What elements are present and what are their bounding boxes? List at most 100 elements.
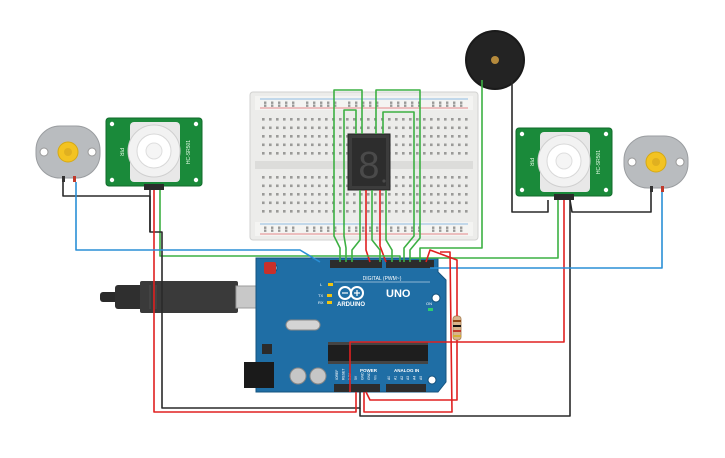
rail-hole bbox=[411, 101, 414, 104]
rail-hole bbox=[397, 226, 400, 229]
breadboard-hole bbox=[430, 193, 433, 196]
breadboard-hole bbox=[451, 176, 454, 179]
breadboard-hole bbox=[283, 201, 286, 205]
breadboard-hole bbox=[311, 118, 314, 121]
breadboard-hole bbox=[297, 210, 300, 213]
breadboard-hole bbox=[290, 135, 293, 138]
breadboard-hole bbox=[276, 176, 279, 179]
dc-motor-left[interactable] bbox=[35, 125, 101, 182]
rail-hole bbox=[453, 226, 456, 229]
rail-hole bbox=[327, 226, 330, 229]
piezo-buzzer[interactable] bbox=[465, 30, 525, 90]
breadboard-hole bbox=[297, 152, 300, 155]
breadboard-hole bbox=[346, 143, 349, 147]
model-label: UNO bbox=[386, 288, 411, 300]
breadboard-hole bbox=[262, 210, 265, 213]
breadboard-hole bbox=[465, 143, 468, 147]
breadboard-hole bbox=[409, 193, 412, 196]
rail-hole bbox=[369, 104, 372, 107]
breadboard-hole bbox=[458, 184, 461, 188]
wire-green[interactable] bbox=[382, 111, 415, 262]
breadboard-hole bbox=[339, 176, 342, 179]
rail-hole bbox=[292, 226, 295, 229]
breadboard-hole bbox=[346, 126, 349, 130]
digital-header-right bbox=[386, 260, 434, 268]
breadboard-hole bbox=[423, 201, 426, 205]
rail-hole bbox=[348, 104, 351, 107]
wire-black[interactable] bbox=[359, 200, 571, 417]
breadboard-hole bbox=[423, 135, 426, 138]
wire-black[interactable] bbox=[511, 80, 549, 213]
breadboard-hole bbox=[262, 176, 265, 179]
breadboard-hole bbox=[409, 126, 412, 130]
breadboard-hole bbox=[409, 201, 412, 205]
breadboard-hole bbox=[353, 210, 356, 213]
pin-label: A5 bbox=[419, 376, 423, 380]
breadboard-hole bbox=[311, 193, 314, 196]
breadboard-hole bbox=[276, 201, 279, 205]
wire-green[interactable] bbox=[343, 109, 357, 262]
breadboard-hole bbox=[346, 176, 349, 179]
breadboard-hole bbox=[402, 210, 405, 213]
breadboard-hole bbox=[276, 210, 279, 213]
breadboard-hole bbox=[395, 143, 398, 147]
rail-hole bbox=[362, 229, 365, 232]
wire-blue[interactable] bbox=[430, 192, 663, 269]
wire-red[interactable] bbox=[425, 249, 458, 316]
breadboard-hole bbox=[269, 143, 272, 147]
wire-green[interactable] bbox=[333, 89, 363, 262]
wire-green[interactable] bbox=[375, 89, 421, 262]
buzzer-hole bbox=[491, 56, 499, 64]
breadboard-hole bbox=[283, 193, 286, 196]
breadboard-hole bbox=[444, 118, 447, 121]
breadboard-hole bbox=[339, 126, 342, 130]
breadboard-hole bbox=[283, 210, 286, 213]
breadboard-hole bbox=[304, 152, 307, 155]
pin-label: 5V bbox=[354, 375, 358, 380]
wire-red[interactable] bbox=[153, 190, 357, 413]
rail-hole bbox=[278, 226, 281, 229]
breadboard-hole bbox=[269, 126, 272, 130]
rail-hole bbox=[355, 229, 358, 232]
wire-black[interactable] bbox=[569, 192, 652, 213]
wire-green[interactable] bbox=[159, 190, 401, 262]
pin-label: A4 bbox=[413, 376, 417, 380]
pir-sensor-right[interactable]: PIR HC-SR501 bbox=[515, 127, 613, 200]
seven-segment-display[interactable]: 8 bbox=[347, 133, 391, 191]
resistor[interactable] bbox=[452, 315, 462, 341]
pir-header bbox=[144, 184, 164, 190]
dc-motor-right[interactable] bbox=[623, 135, 689, 192]
rail-hole bbox=[264, 104, 267, 107]
rail-hole bbox=[404, 229, 407, 232]
breadboard-hole bbox=[416, 184, 419, 188]
breadboard-hole bbox=[458, 126, 461, 130]
wire-blue[interactable] bbox=[75, 182, 321, 263]
rail-hole bbox=[334, 229, 337, 232]
wire-black[interactable] bbox=[62, 182, 151, 232]
wire-red[interactable] bbox=[363, 251, 453, 413]
pir-sensor-left[interactable]: PIR HC-SR501 bbox=[105, 117, 203, 190]
wire-green[interactable] bbox=[419, 80, 483, 262]
breadboard-hole bbox=[416, 135, 419, 138]
breadboard-hole bbox=[304, 126, 307, 130]
arduino-uno-board[interactable]: DIGITAL (PWM~) ARDUINO UNO L TX RX ON PO… bbox=[100, 257, 447, 393]
wire-red[interactable] bbox=[365, 340, 458, 401]
reset-button[interactable] bbox=[264, 262, 276, 274]
breadboard-hole bbox=[437, 201, 440, 205]
breadboard-hole bbox=[276, 118, 279, 121]
usb-cable bbox=[100, 281, 265, 313]
rail-hole bbox=[264, 229, 267, 232]
wire-green[interactable] bbox=[410, 200, 559, 259]
breadboard-hole bbox=[451, 118, 454, 121]
breadboard-hole bbox=[367, 210, 370, 213]
breadboard-hole bbox=[409, 135, 412, 138]
breadboard-hole bbox=[451, 210, 454, 213]
rail-hole bbox=[390, 101, 393, 104]
breadboard-hole bbox=[311, 176, 314, 179]
breadboard-hole bbox=[290, 201, 293, 205]
wire-red[interactable] bbox=[365, 190, 371, 263]
breadboard-hole bbox=[402, 193, 405, 196]
rail-hole bbox=[376, 101, 379, 104]
rail-hole bbox=[285, 229, 288, 232]
